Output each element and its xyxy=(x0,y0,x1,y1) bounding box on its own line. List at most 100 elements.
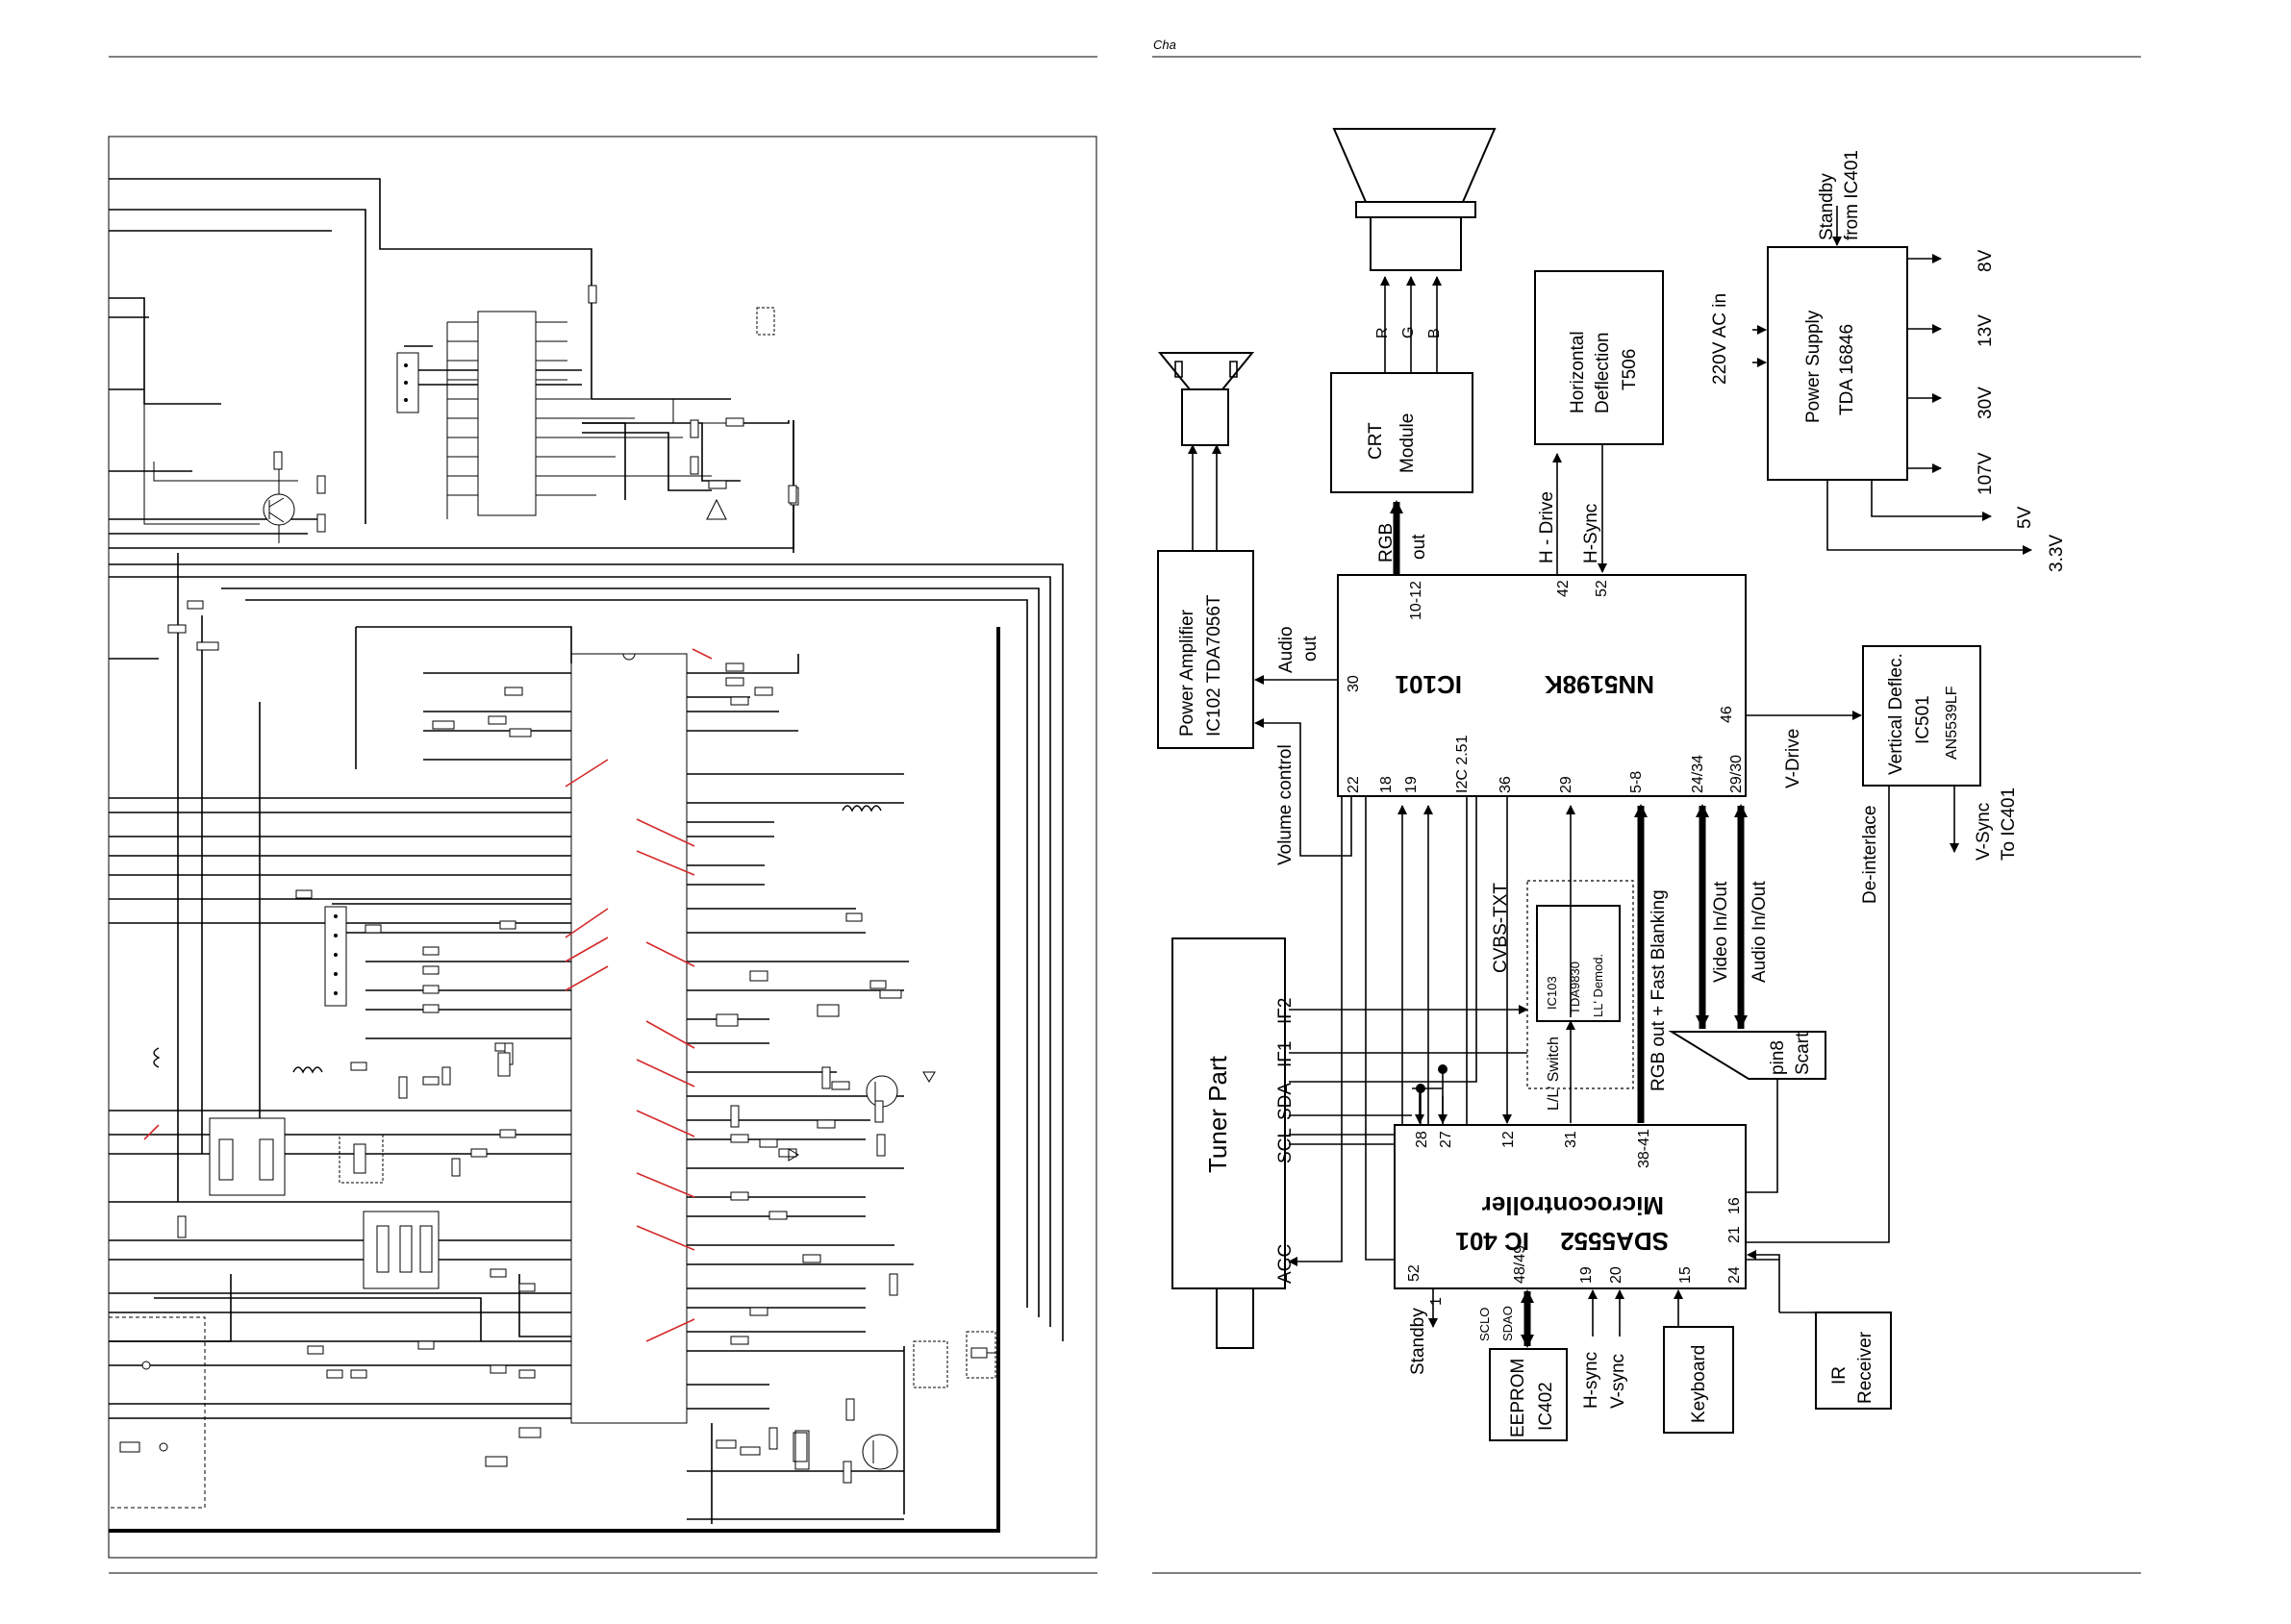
vdef-line1: Vertical Deflec. xyxy=(1886,653,1906,775)
ic101-pin-42: 42 xyxy=(1555,580,1572,597)
ir-receiver-line2: Receiver xyxy=(1855,1331,1876,1404)
crt-color-r: R xyxy=(1374,327,1391,338)
keyboard-block xyxy=(1663,1326,1734,1434)
ic103-dashed-group xyxy=(1526,880,1634,1089)
ic-top xyxy=(477,311,537,516)
eeprom-line2: IC402 xyxy=(1536,1382,1556,1431)
video-io-label: Video In/Out xyxy=(1711,881,1731,983)
rgb-out-label-line2: out xyxy=(1409,534,1429,560)
hdef-line2: Deflection xyxy=(1593,333,1613,414)
v-sync-to-label-line1: V-Sync xyxy=(1974,803,1994,861)
circuit-schematic xyxy=(108,136,1097,1559)
ic401-pin-20: 20 xyxy=(1608,1266,1624,1284)
ic101-pin-36: 36 xyxy=(1498,776,1514,793)
ic401-name: IC 401 xyxy=(1455,1227,1529,1256)
eeprom-block xyxy=(1489,1348,1568,1441)
chapter-header: Cha xyxy=(1153,37,1176,52)
standby-label: Standby xyxy=(1408,1308,1428,1375)
ic103-line3: LL' Demod. xyxy=(1591,954,1605,1017)
psu-out-3v3: 3.3V xyxy=(2047,535,2067,572)
ic101-name: IC101 xyxy=(1396,670,1462,699)
power-amplifier-line2: IC102 TDA7056T xyxy=(1204,594,1224,737)
v-drive-label: V-Drive xyxy=(1783,729,1803,788)
psu-out-13v: 13V xyxy=(1976,314,1996,347)
ic101-pin-19: 19 xyxy=(1403,776,1420,793)
hdef-line3: T506 xyxy=(1620,349,1640,390)
power-supply-block xyxy=(1767,246,1908,481)
horizontal-deflection-block xyxy=(1534,270,1664,445)
tuner-pin-if1: IF1 xyxy=(1275,1041,1296,1067)
power-amplifier-line1: Power Amplifier xyxy=(1177,609,1197,737)
ic401-pin-16: 16 xyxy=(1726,1197,1743,1214)
tuner-pin-agc: AGC xyxy=(1275,1244,1296,1284)
ic101-pin-18: 18 xyxy=(1378,776,1395,793)
tuner-pin-if2: IF2 xyxy=(1275,998,1296,1024)
power-amplifier-block xyxy=(1157,550,1254,749)
tuner-block xyxy=(1171,937,1286,1289)
vsync-input-label: V-sync xyxy=(1608,1354,1628,1409)
tuner-connector xyxy=(1216,1287,1254,1349)
crt-color-b: B xyxy=(1426,328,1443,338)
scart-line1: Scart xyxy=(1793,1032,1813,1075)
ic101-pin-22: 22 xyxy=(1346,776,1362,793)
ic101-pin-30: 30 xyxy=(1346,675,1362,692)
ic101-part: NN5198K xyxy=(1545,670,1654,699)
ic101-pin-24-34: 24/34 xyxy=(1690,755,1706,793)
v-sync-to-label-line2: To IC401 xyxy=(1999,787,2019,861)
ir-receiver-line1: IR xyxy=(1829,1366,1850,1385)
ic401-pin-48-49: 48/49 xyxy=(1512,1245,1528,1284)
ic101-block xyxy=(1337,574,1747,797)
keyboard-label: Keyboard xyxy=(1689,1345,1709,1423)
ic401-pin-15: 15 xyxy=(1677,1266,1694,1284)
speaker-icon xyxy=(1157,352,1255,446)
ac-input-label: 220V AC in xyxy=(1710,293,1730,385)
standby-from-label-line1: Standby xyxy=(1817,173,1837,240)
sclo-label: SCLO xyxy=(1477,1308,1492,1341)
red-leader-lines xyxy=(143,648,713,1342)
vdef-line3: AN5539LF xyxy=(1944,686,1960,760)
ic101-pin-10-12: 10-12 xyxy=(1408,581,1424,620)
power-supply-part: TDA 16846 xyxy=(1837,324,1857,415)
deinterlace-label: De-interlace xyxy=(1860,806,1880,904)
scart-connector xyxy=(1668,1031,1826,1080)
ic401-pin-1: 1 xyxy=(1428,1297,1445,1306)
tuner-pin-sda: SDA xyxy=(1275,1083,1296,1120)
psu-out-30v: 30V xyxy=(1976,387,1996,419)
psu-out-5v: 5V xyxy=(2015,506,2035,529)
power-supply-title: Power Supply xyxy=(1803,310,1824,423)
ic401-function: Microcontroller xyxy=(1482,1191,1664,1220)
ic401-part: SDA5552 xyxy=(1560,1227,1669,1256)
standby-from-label-line2: from IC401 xyxy=(1842,150,1862,240)
ic101-pin-29-30: 29/30 xyxy=(1728,755,1745,793)
ic401-pin-21: 21 xyxy=(1726,1226,1743,1243)
ic401-pin-31: 31 xyxy=(1563,1131,1579,1148)
ic-main xyxy=(570,653,688,1424)
ic101-pin-5-8: 5-8 xyxy=(1628,771,1645,793)
ic103-block xyxy=(1536,905,1621,1022)
audio-out-label-line2: out xyxy=(1300,636,1321,662)
ic401-pin-19: 19 xyxy=(1578,1266,1595,1284)
hdef-line1: Horizontal xyxy=(1568,331,1588,413)
sdao-label: SDAO xyxy=(1500,1306,1515,1341)
vdef-line2: IC501 xyxy=(1913,695,1933,744)
tuner-pin-scl: SCL xyxy=(1275,1128,1296,1163)
tuner-label: Tuner Part xyxy=(1203,1055,1232,1173)
ic103-line1: IC103 xyxy=(1545,976,1559,1010)
ic103-switch-label: L/L' Switch xyxy=(1546,1037,1562,1111)
crt-color-g: G xyxy=(1400,327,1417,338)
eeprom-line1: EEPROM xyxy=(1508,1359,1528,1437)
crt-module-block xyxy=(1330,372,1473,493)
ic401-pin-52: 52 xyxy=(1406,1264,1422,1282)
vertical-deflection-block xyxy=(1862,645,1981,787)
psu-out-8v: 8V xyxy=(1976,249,1996,272)
cvbs-txt-label: CVBS-TXT xyxy=(1491,883,1511,973)
ic401-block xyxy=(1394,1124,1747,1289)
ic101-pin-i2c: I2C 2.51 xyxy=(1454,735,1471,793)
ic401-pin-28: 28 xyxy=(1414,1131,1430,1148)
ic401-pin-24: 24 xyxy=(1726,1266,1743,1284)
ic101-pin-29: 29 xyxy=(1558,776,1574,793)
crt-tube-icon xyxy=(1332,128,1497,271)
audio-out-label-line1: Audio xyxy=(1276,626,1297,673)
hsync-input-label: H-sync xyxy=(1581,1352,1601,1409)
rgb-fast-blanking-label: RGB out + Fast Blanking xyxy=(1649,889,1669,1091)
